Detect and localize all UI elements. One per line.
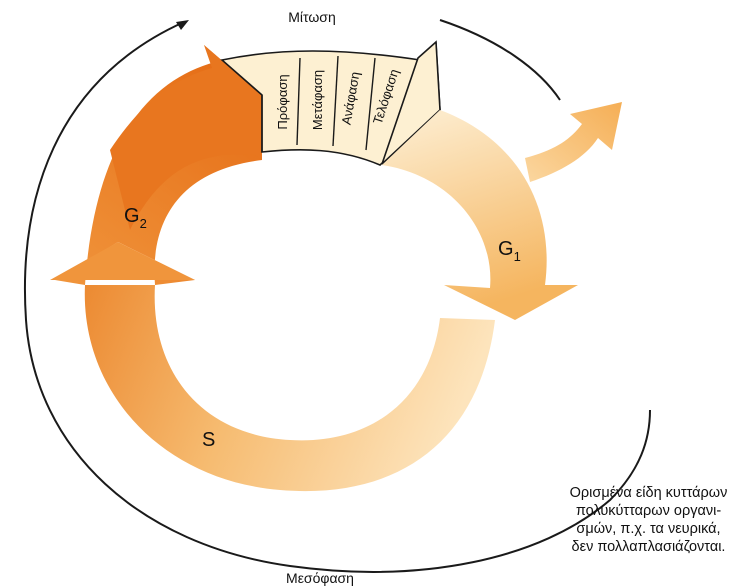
mitosis-divider-3 [332,55,339,147]
s-label: S [202,429,215,451]
s-phase-band [84,285,495,492]
g2-label: G2 [124,205,147,231]
note-line-4: δεν πολλαπλασιάζονται. [571,539,726,555]
g1-phase-band [382,110,578,320]
mitosis-divider-4 [365,57,376,151]
outer-cycle-arc-right [439,19,561,101]
g0-exit-arrow [525,102,622,182]
note-line-3: σμών, π.χ. τα νευρικά, [576,521,721,537]
g2-letter: G [124,205,140,227]
s-to-g2-arrowhead [50,242,195,280]
note-line-1: Ορισμένα είδη κυττάρων [569,485,728,501]
g1-letter: G [498,238,514,260]
note-text: Ορισμένα είδη κυττάρων πολυκύτταρων οργα… [556,484,741,556]
outer-arc-arrowhead [176,20,189,30]
g2-to-mitosis-arrow [110,45,262,230]
phase-prophase: Πρόφαση [275,74,290,129]
outer-cycle-arc [23,21,651,573]
g1-label: G1 [498,238,521,264]
mitosis-divider-2 [296,57,301,146]
phase-metaphase: Μετάφαση [310,70,325,130]
note-line-2: πολυκύτταρων οργανι- [575,503,722,519]
interphase-label: Μεσόφαση [286,570,354,586]
g1-subscript: 1 [514,249,521,264]
mitosis-label: Μίτωση [288,9,335,25]
g2-subscript: 2 [140,216,147,231]
